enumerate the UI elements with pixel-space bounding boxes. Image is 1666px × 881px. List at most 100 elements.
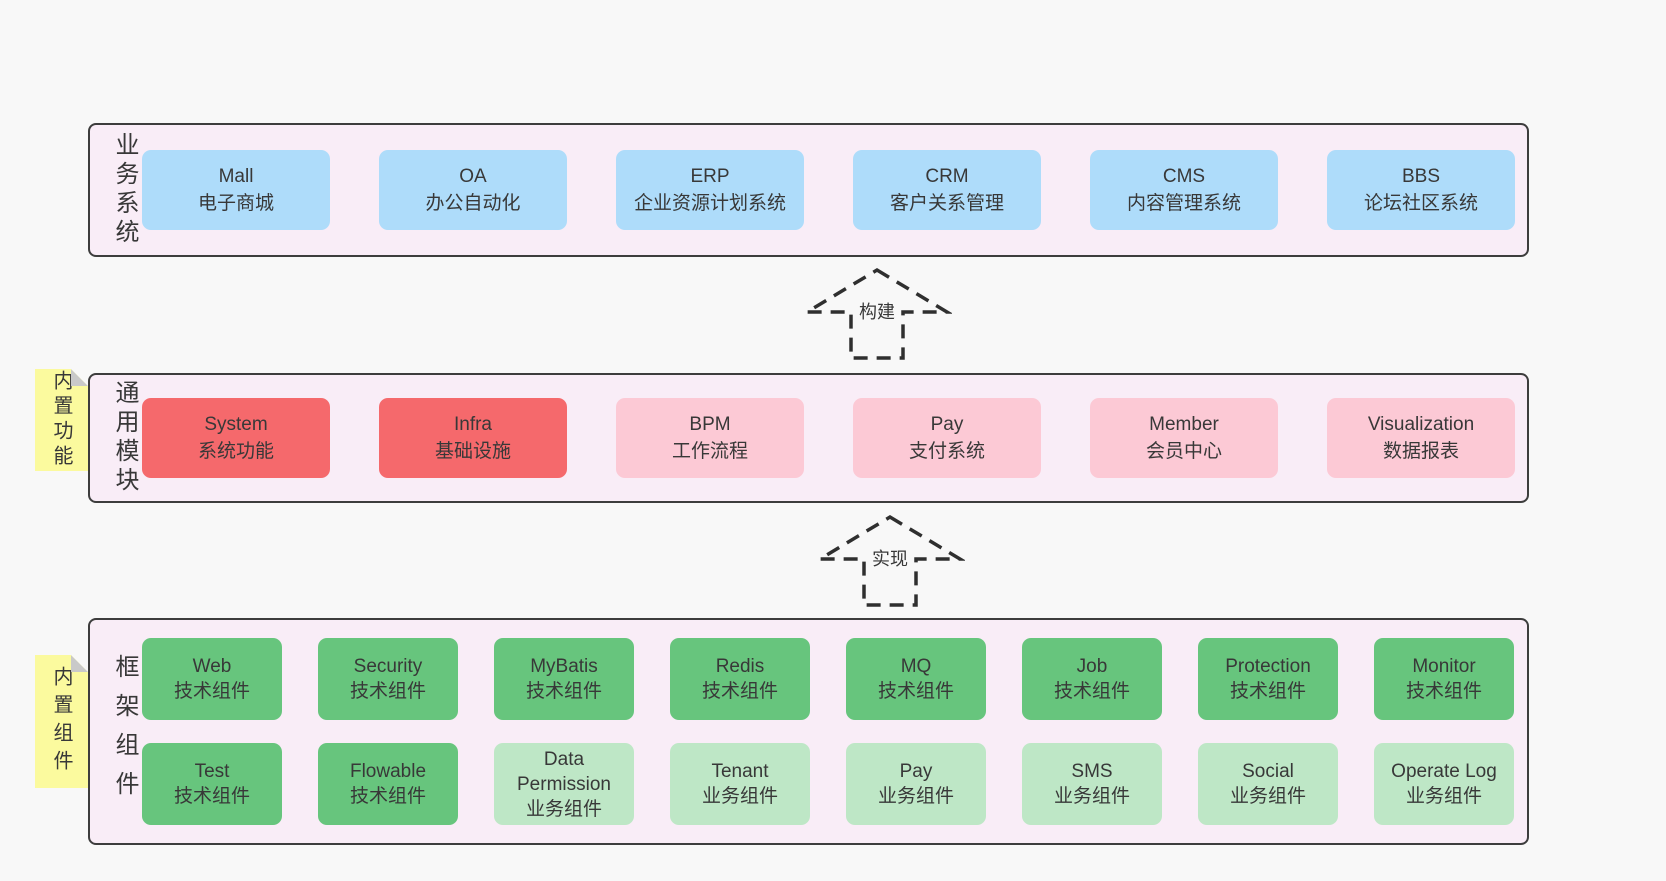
- band-common-modules: 通用模块 System 系统功能 Infra 基础设施 BPM 工作流程 Pay…: [88, 373, 1529, 503]
- arrow-implement: 实现: [815, 513, 965, 607]
- box-title: Tenant: [711, 761, 769, 782]
- box-subtitle: 业务组件: [1229, 786, 1306, 807]
- box-subtitle: 技术组件: [1405, 681, 1482, 702]
- box-title: Infra: [453, 414, 493, 435]
- box-subtitle: 技术组件: [1053, 681, 1130, 702]
- box-social: Social 业务组件: [1198, 743, 1338, 825]
- box-subtitle: 会员中心: [1145, 441, 1222, 462]
- box-job: Job 技术组件: [1022, 638, 1162, 720]
- box-test: Test 技术组件: [142, 743, 282, 825]
- box-title: MyBatis: [530, 656, 598, 677]
- box-title: Protection: [1225, 656, 1311, 677]
- sticky-note-label: 内置功能: [50, 370, 72, 470]
- box-crm: CRM 客户关系管理: [853, 150, 1041, 230]
- box-title: Pay: [899, 761, 933, 782]
- box-title: Flowable: [349, 761, 427, 782]
- box-title: CRM: [925, 166, 969, 187]
- box-subtitle: 技术组件: [349, 681, 426, 702]
- dashed-up-arrow-icon: [802, 267, 952, 360]
- box-web: Web 技术组件: [142, 638, 282, 720]
- box-subtitle: 业务组件: [701, 786, 778, 807]
- box-title: BPM: [689, 414, 731, 435]
- box-redis: Redis 技术组件: [670, 638, 810, 720]
- box-sms: SMS 业务组件: [1022, 743, 1162, 825]
- sticky-note-built-in-components: 内置组件: [35, 655, 88, 788]
- box-row: Test 技术组件 Flowable 技术组件 Data Permission …: [142, 743, 1514, 825]
- box-title: Visualization: [1367, 414, 1475, 435]
- box-pay: Pay 支付系统: [853, 398, 1041, 478]
- box-title: Security: [353, 656, 423, 677]
- box-subtitle: 客户关系管理: [889, 193, 1004, 214]
- box-title: ERP: [690, 166, 730, 187]
- box-subtitle: 系统功能: [197, 441, 274, 462]
- box-tenant: Tenant 业务组件: [670, 743, 810, 825]
- box-grid-business: Mall 电子商城 OA 办公自动化 ERP 企业资源计划系统 CRM 客户关系…: [142, 150, 1529, 230]
- box-subtitle: 办公自动化: [425, 193, 521, 214]
- box-system: System 系统功能: [142, 398, 330, 478]
- box-title: OA: [459, 166, 487, 187]
- box-row: System 系统功能 Infra 基础设施 BPM 工作流程 Pay 支付系统…: [142, 398, 1515, 478]
- box-infra: Infra 基础设施: [379, 398, 567, 478]
- box-title: BBS: [1401, 166, 1441, 187]
- box-title: Test: [194, 761, 230, 782]
- box-operate-log: Operate Log 业务组件: [1374, 743, 1514, 825]
- sticky-note-label: 内置组件: [50, 665, 72, 778]
- box-subtitle: 技术组件: [173, 786, 250, 807]
- box-monitor: Monitor 技术组件: [1374, 638, 1514, 720]
- arrow-implement-label: 实现: [868, 544, 912, 572]
- box-security: Security 技术组件: [318, 638, 458, 720]
- box-oa: OA 办公自动化: [379, 150, 567, 230]
- box-flowable: Flowable 技术组件: [318, 743, 458, 825]
- box-mall: Mall 电子商城: [142, 150, 330, 230]
- box-data-permission: Data Permission 业务组件: [494, 743, 634, 825]
- box-subtitle: 业务组件: [525, 798, 602, 820]
- box-title: System: [204, 414, 268, 435]
- box-title: Mall: [218, 166, 254, 187]
- box-subtitle: 支付系统: [908, 441, 985, 462]
- box-bpm: BPM 工作流程: [616, 398, 804, 478]
- box-subtitle: 技术组件: [1229, 681, 1306, 702]
- dashed-up-arrow-icon: [815, 514, 965, 607]
- box-subtitle: 业务组件: [877, 786, 954, 807]
- box-subtitle: 技术组件: [701, 681, 778, 702]
- box-row: Web 技术组件 Security 技术组件 MyBatis 技术组件 Redi…: [142, 638, 1514, 720]
- box-subtitle: 论坛社区系统: [1363, 193, 1478, 214]
- box-mq: MQ 技术组件: [846, 638, 986, 720]
- box-title: Pay: [930, 414, 964, 435]
- band-label-business: 业务系统: [111, 132, 138, 248]
- box-subtitle: 技术组件: [349, 786, 426, 807]
- box-subtitle: 技术组件: [173, 681, 250, 702]
- box-title: CMS: [1162, 166, 1206, 187]
- box-erp: ERP 企业资源计划系统: [616, 150, 804, 230]
- box-subtitle: 技术组件: [877, 681, 954, 702]
- box-title: Monitor: [1412, 656, 1476, 677]
- box-title: Web: [192, 656, 232, 677]
- box-subtitle: 数据报表: [1382, 441, 1459, 462]
- box-title: Social: [1242, 761, 1294, 782]
- box-subtitle: 基础设施: [434, 441, 511, 462]
- box-member: Member 会员中心: [1090, 398, 1278, 478]
- box-title: Job: [1076, 656, 1108, 677]
- band-framework-components: 框架组件 Web 技术组件 Security 技术组件 MyBatis 技术组件…: [88, 618, 1529, 845]
- band-label-modules: 通用模块: [111, 380, 138, 496]
- arrow-build-label: 构建: [855, 297, 899, 325]
- box-title: Operate Log: [1391, 761, 1497, 782]
- box-subtitle: 业务组件: [1405, 786, 1482, 807]
- box-visualization: Visualization 数据报表: [1327, 398, 1515, 478]
- box-subtitle: 内容管理系统: [1126, 193, 1241, 214]
- box-title: SMS: [1071, 761, 1113, 782]
- box-title: Member: [1149, 414, 1219, 435]
- box-mybatis: MyBatis 技术组件: [494, 638, 634, 720]
- sticky-note-built-in-features: 内置功能: [35, 369, 88, 471]
- box-row: Mall 电子商城 OA 办公自动化 ERP 企业资源计划系统 CRM 客户关系…: [142, 150, 1515, 230]
- box-bbs: BBS 论坛社区系统: [1327, 150, 1515, 230]
- arrow-build: 构建: [802, 266, 952, 360]
- box-pay: Pay 业务组件: [846, 743, 986, 825]
- band-business-systems: 业务系统 Mall 电子商城 OA 办公自动化 ERP 企业资源计划系统 CRM…: [88, 123, 1529, 257]
- box-subtitle: 工作流程: [671, 441, 748, 462]
- box-title: Redis: [715, 656, 765, 677]
- box-title: MQ: [900, 656, 932, 677]
- box-subtitle: 企业资源计划系统: [633, 193, 786, 214]
- band-label-framework: 框架组件: [111, 653, 138, 810]
